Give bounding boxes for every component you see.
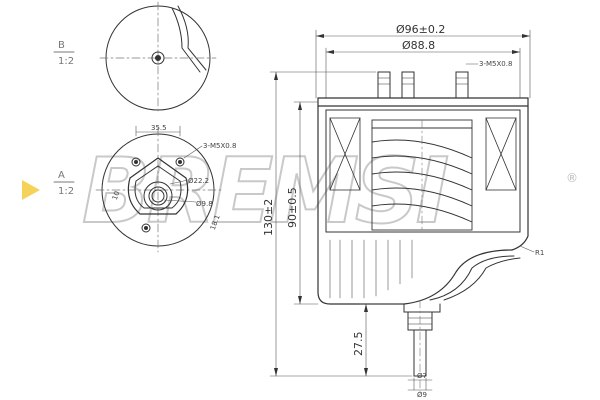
view-a-port-inner — [151, 189, 165, 203]
view-b-hole — [151, 51, 165, 65]
nozzle-body — [407, 311, 433, 331]
dim-radius: R1 — [535, 249, 544, 257]
cross-right-b — [485, 117, 517, 191]
dim-arrow-outlet-bottom — [364, 368, 368, 376]
stud-1 — [377, 71, 391, 99]
view-a-dim-angle: 10 — [111, 190, 122, 201]
view-b-bracket — [171, 7, 201, 73]
watermark-registered: ® — [566, 171, 578, 185]
view-b: B 1:2 — [53, 1, 217, 115]
cross-right-box — [485, 117, 517, 191]
dim-outer-dia: Ø96±0.2 — [396, 23, 445, 36]
view-b-bracket-inner — [177, 5, 207, 71]
stud-2 — [401, 71, 415, 99]
dim-height-body: 90±0.5 — [286, 187, 299, 228]
dim-arrow-outer-r — [522, 34, 530, 38]
view-a-inner-leader — [163, 199, 197, 203]
view-a-dim-thread: 3-M5X0.8 — [203, 142, 236, 150]
helix-5 — [371, 203, 473, 223]
top-studs — [377, 71, 469, 99]
dim-arrow-inner-l — [326, 50, 334, 54]
outlet-neck — [403, 303, 441, 313]
view-a-ring — [143, 181, 173, 211]
dim-arrow-total-top — [274, 72, 278, 80]
view-a-bolt-hole-1 — [131, 157, 141, 167]
helix-4 — [371, 187, 473, 207]
view-b-letter: B — [58, 40, 65, 51]
dim-arrow-inner-r — [512, 50, 520, 54]
view-a-bolt-hole-2-core — [178, 160, 182, 164]
view-a-dim-top: 35.5 — [151, 124, 167, 132]
radius-leader — [519, 245, 535, 253]
view-a-scale: 1:2 — [58, 186, 74, 197]
dim-arrow-body-top — [298, 102, 302, 110]
filter-element — [325, 109, 521, 233]
dim-arrow-outer-l — [316, 34, 324, 38]
cross-left-b — [329, 117, 361, 191]
view-b-scale: 1:2 — [58, 56, 74, 67]
view-a-bolt-hole-2 — [175, 157, 185, 167]
view-a-bolt-hole-3-core — [144, 226, 148, 230]
outlet-bend-outer — [403, 249, 513, 305]
dim-height-total: 130±2 — [262, 199, 275, 236]
housing-left-wall — [317, 105, 405, 305]
bowl-hatching — [329, 239, 413, 299]
dim-arrow-body-bottom — [298, 296, 302, 304]
main-view: Ø96±0.2 Ø88.8 3-M5X0.8 — [262, 23, 544, 399]
view-a-bolt-hole-3 — [141, 223, 151, 233]
helix-3 — [371, 171, 473, 191]
view-a-flange-inner — [134, 165, 182, 209]
view-a-port — [148, 186, 168, 206]
view-a-bolt-hole-1-core — [134, 160, 138, 164]
housing-top-cap — [317, 97, 529, 107]
view-a-ring-leader — [169, 179, 189, 185]
view-a-dim-inner: Ø9.8 — [196, 200, 213, 208]
helix-1 — [371, 139, 473, 159]
view-a-flange-outer — [127, 157, 189, 215]
cross-left-box — [329, 117, 361, 191]
stud-3 — [455, 71, 469, 99]
watermark-arrow — [22, 180, 40, 200]
dim-outlet-d2: Ø9 — [417, 391, 427, 399]
helix-2 — [371, 155, 473, 175]
dim-arrow-total-bottom — [274, 368, 278, 376]
view-b-hole-core — [155, 55, 161, 61]
element-crosses — [329, 117, 517, 191]
view-a-letter: A — [58, 170, 65, 181]
dim-outlet-len: 27.5 — [352, 332, 365, 357]
view-a-dim-ring: Ø22.2 — [188, 177, 209, 185]
view-a-thread-leader — [183, 145, 203, 159]
dim-thread: 3-M5X0.8 — [479, 60, 512, 68]
dim-inner-dia: Ø88.8 — [402, 39, 435, 52]
outlet-bend-inner — [429, 255, 515, 301]
view-a: A 1:2 35.5 3-M5X0.8 Ø22.2 Ø9.8 10 18.1 — [53, 124, 236, 253]
housing-right-wall — [511, 105, 529, 251]
dim-arrow-outlet-top — [364, 304, 368, 312]
helical-core — [371, 119, 473, 231]
outlet-bend-inner-2 — [443, 257, 521, 301]
dim-outlet-d1: Ø7 — [417, 372, 427, 380]
